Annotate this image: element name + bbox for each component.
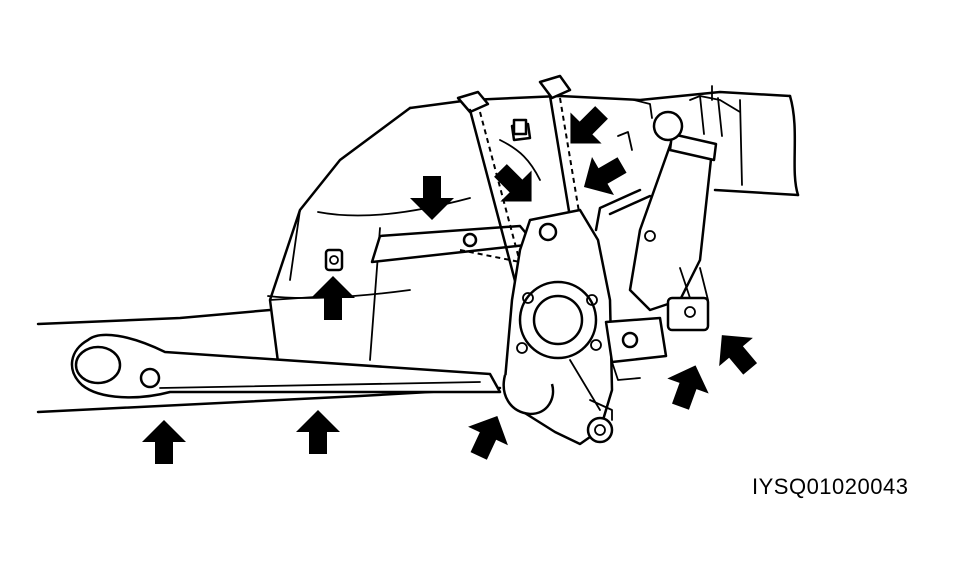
arrow-icon bbox=[659, 357, 717, 415]
washer-cylinder bbox=[594, 85, 741, 312]
arrow-icon bbox=[311, 276, 355, 320]
upper-link bbox=[370, 224, 537, 264]
arrow-icon bbox=[296, 410, 340, 454]
mount-bolt-left bbox=[324, 248, 344, 272]
connector-block bbox=[604, 267, 710, 381]
arrow-icon bbox=[705, 321, 767, 383]
arrow-icon bbox=[142, 420, 186, 464]
wiper-motor-housing bbox=[502, 208, 614, 446]
arrow-icon bbox=[458, 406, 518, 466]
top-bracket bbox=[512, 99, 653, 151]
cowl-panel bbox=[36, 90, 800, 414]
figure-code: IYSQ01020043 bbox=[752, 474, 909, 499]
arrow-icon bbox=[410, 176, 454, 220]
link-rod bbox=[70, 333, 502, 399]
